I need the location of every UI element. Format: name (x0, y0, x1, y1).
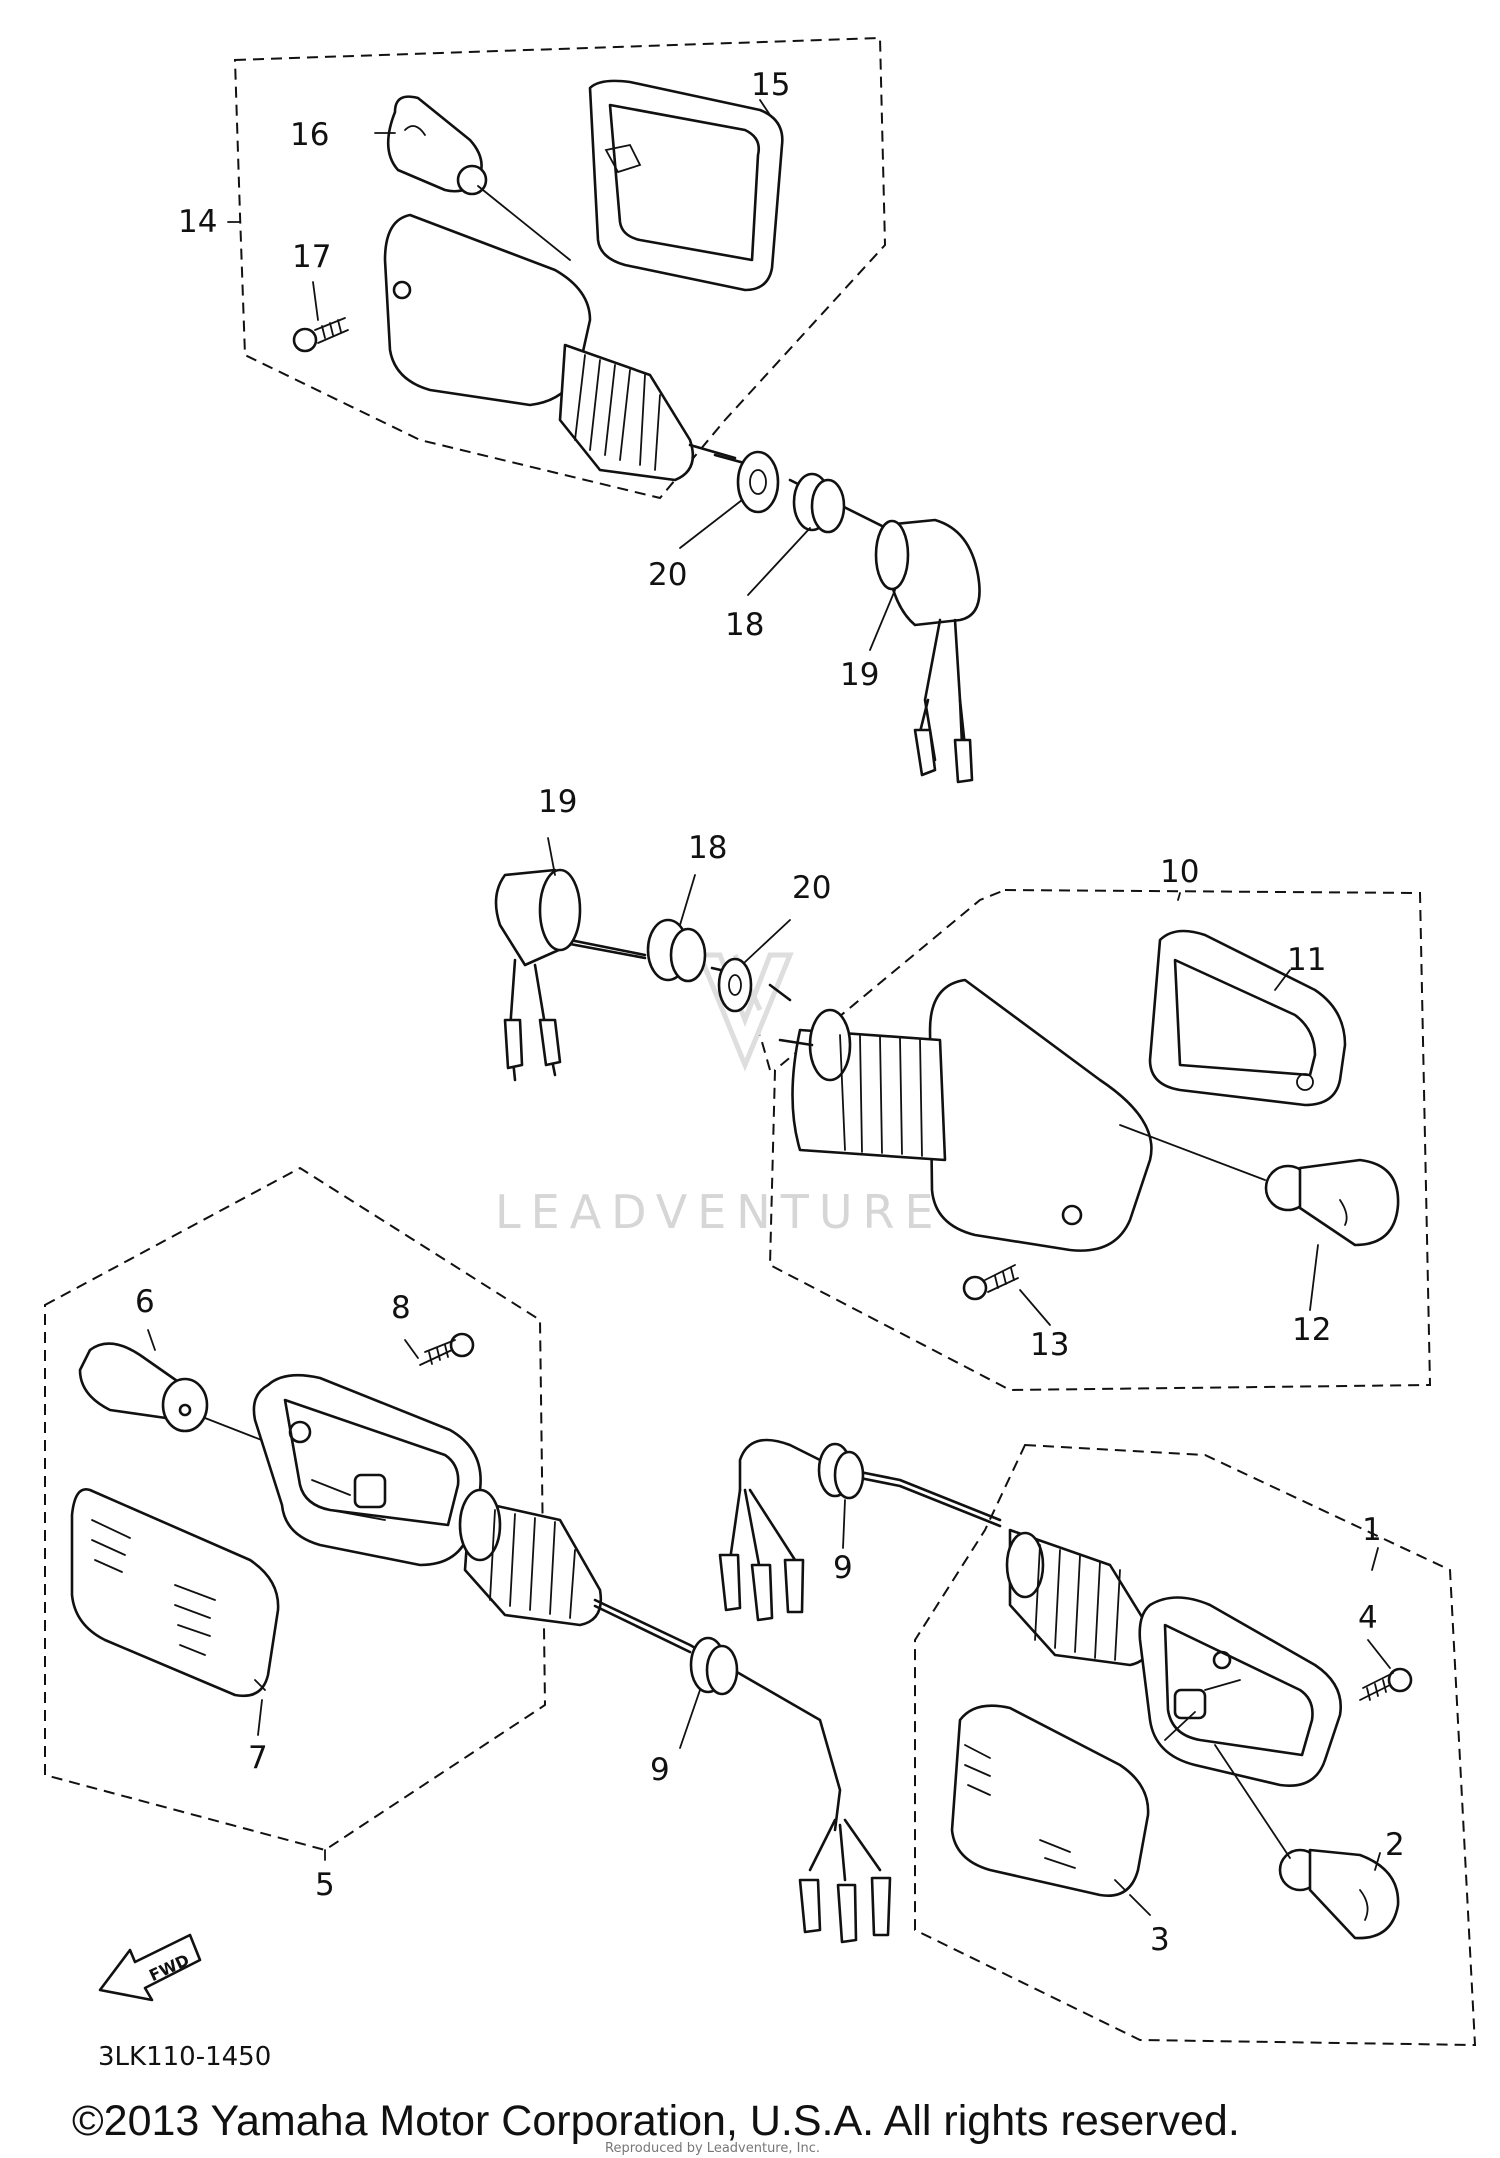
callout-20a: 20 (648, 557, 687, 593)
housing-1 (1005, 1528, 1343, 1788)
assembly-5-flasher (44, 1166, 892, 1944)
assembly-14-front-flasher (227, 36, 981, 784)
grommet-18b (646, 918, 707, 983)
callout-9b: 9 (650, 1752, 670, 1788)
lens-3 (950, 1704, 1150, 1898)
watermark-text: LEADVENTURE (495, 1185, 944, 1239)
callouts: 15 16 14 17 20 18 19 19 18 20 10 11 12 1… (135, 67, 1405, 1958)
washer-20b (717, 957, 753, 1013)
screw-8 (419, 1332, 475, 1366)
callout-13: 13 (1030, 1327, 1069, 1363)
callout-15: 15 (751, 67, 790, 103)
lens-11 (1148, 929, 1347, 1107)
grommet-18 (792, 472, 846, 534)
wire-9 (718, 1438, 1002, 1622)
boot-19b (494, 868, 582, 1082)
callout-2: 2 (1385, 1827, 1405, 1863)
washer-20 (736, 450, 780, 514)
lens-15 (588, 79, 784, 292)
callout-14: 14 (178, 204, 217, 240)
callout-9a: 9 (833, 1550, 853, 1586)
copyright-notice: ©2013 Yamaha Motor Corporation, U.S.A. A… (72, 2097, 1240, 2145)
callout-19a: 19 (840, 657, 879, 693)
callout-4: 4 (1358, 1600, 1378, 1636)
boot-19 (874, 518, 981, 784)
forward-arrow-icon: FWD (98, 1933, 202, 2002)
assembly-1-flasher (718, 1438, 1477, 2047)
callout-3: 3 (1150, 1922, 1170, 1958)
screw-4 (1359, 1667, 1413, 1701)
lens-7 (70, 1488, 280, 1698)
assembly-10-flasher (494, 837, 1432, 1392)
reproduced-notice: Reproduced by Leadventure, Inc. (605, 2141, 820, 2156)
callout-20b: 20 (792, 870, 831, 906)
callout-18b: 18 (688, 830, 727, 866)
callout-7: 7 (248, 1740, 268, 1776)
callout-11: 11 (1287, 942, 1326, 978)
grommet-9 (689, 1636, 739, 1696)
callout-19b: 19 (538, 784, 577, 820)
callout-17: 17 (292, 239, 331, 275)
housing-5 (252, 1373, 603, 1627)
callout-16: 16 (290, 117, 329, 153)
screw-17 (292, 317, 349, 353)
housing-10 (778, 978, 1153, 1252)
callout-10: 10 (1160, 854, 1199, 890)
callout-5: 5 (315, 1867, 335, 1903)
callout-8: 8 (391, 1290, 411, 1326)
terminals-5 (798, 1818, 892, 1944)
bulb-16 (386, 95, 488, 196)
callout-1: 1 (1362, 1512, 1382, 1548)
bulb-6 (78, 1342, 209, 1433)
bulb-2 (1278, 1848, 1400, 1940)
callout-12: 12 (1292, 1312, 1331, 1348)
bulb-12 (1264, 1158, 1400, 1247)
screw-13 (962, 1264, 1019, 1301)
diagram-code: 3LK110-1450 (98, 2042, 271, 2072)
callout-18a: 18 (725, 607, 764, 643)
callout-6: 6 (135, 1284, 155, 1320)
